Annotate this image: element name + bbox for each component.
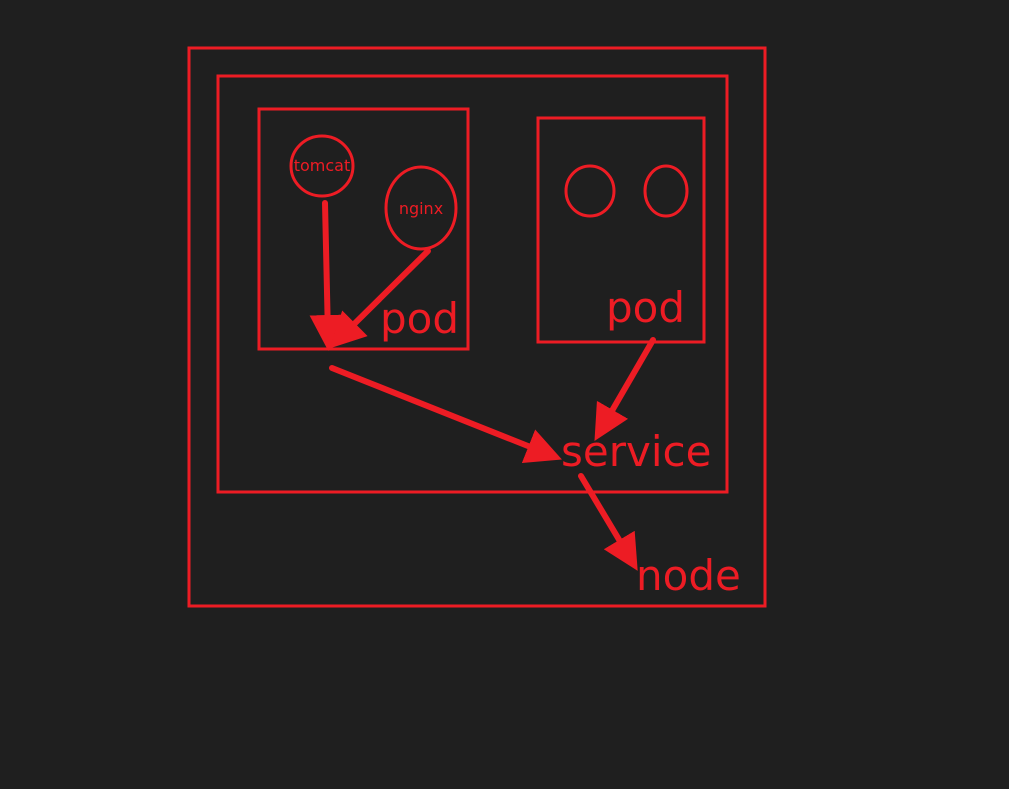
service-box (216, 74, 729, 494)
pod-left-box (257, 107, 470, 351)
pod-right-label: pod (606, 283, 685, 332)
pod-right-box (536, 116, 706, 344)
node-box (187, 46, 767, 608)
container-circle-2 (643, 164, 689, 218)
container-tomcat-label: tomcat (294, 156, 351, 175)
arrow-pod-left-to-service (329, 365, 562, 463)
node-label: node (636, 551, 741, 600)
pod-left-label: pod (380, 294, 459, 343)
container-tomcat-circle (289, 134, 355, 198)
container-nginx-circle (384, 165, 458, 251)
service-label: service (561, 427, 711, 476)
arrow-pod-right-to-service (594, 337, 656, 441)
container-nginx-label: nginx (399, 199, 443, 218)
arrow-tomcat-to-pod (309, 200, 346, 351)
arrow-nginx-to-pod (329, 248, 431, 349)
arrow-service-to-node (578, 473, 638, 571)
container-circle-1 (564, 164, 616, 218)
